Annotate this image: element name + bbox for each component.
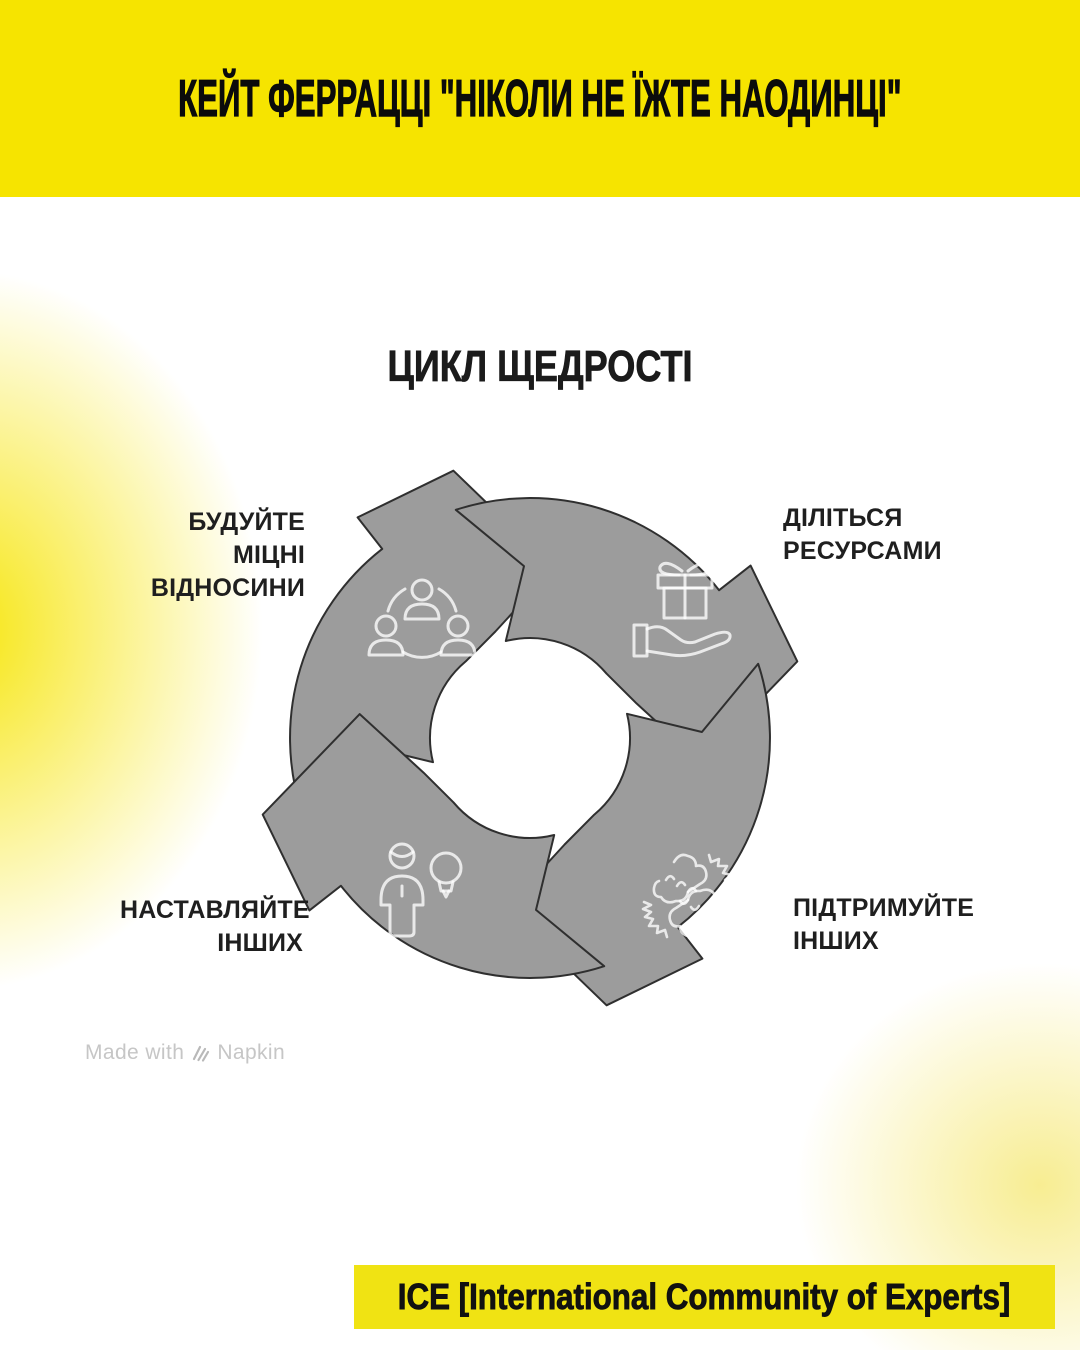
diagram-title: ЦИКЛ ЩЕДРОСТІ bbox=[0, 342, 1080, 392]
napkin-logo-icon bbox=[193, 1045, 210, 1062]
cycle-diagram bbox=[261, 469, 799, 1007]
step-label-top-right: ДІЛІТЬСЯ РЕСУРСАМИ bbox=[783, 504, 942, 565]
mentor-lightbulb-icon bbox=[379, 842, 463, 938]
watermark-prefix: Made with bbox=[85, 1041, 185, 1064]
network-people-icon bbox=[367, 578, 477, 659]
watermark-brand: Napkin bbox=[217, 1041, 286, 1064]
gift-in-hand-icon bbox=[632, 561, 732, 658]
diagram-title-text: ЦИКЛ ЩЕДРОСТІ bbox=[387, 342, 693, 392]
step-label-top-left: БУДУЙТЕ МІЦНІ ВІДНОСИНИ bbox=[150, 508, 305, 602]
watermark: Made with Napkin bbox=[85, 1040, 285, 1066]
hands-support-icon bbox=[641, 853, 735, 939]
header-title: КЕЙТ ФЕРРАЦЦІ "НІКОЛИ НЕ ЇЖТЕ НАОДИНЦІ" bbox=[178, 69, 902, 128]
footer-text: ICE [International Community of Experts] bbox=[398, 1276, 1011, 1318]
footer-band: ICE [International Community of Experts] bbox=[354, 1265, 1055, 1329]
header-band: КЕЙТ ФЕРРАЦЦІ "НІКОЛИ НЕ ЇЖТЕ НАОДИНЦІ" bbox=[0, 0, 1080, 197]
step-label-bottom-left: НАСТАВЛЯЙТЕ ІНШИХ bbox=[120, 896, 310, 957]
step-label-bottom-right: ПІДТРИМУЙТЕ ІНШИХ bbox=[793, 894, 975, 955]
